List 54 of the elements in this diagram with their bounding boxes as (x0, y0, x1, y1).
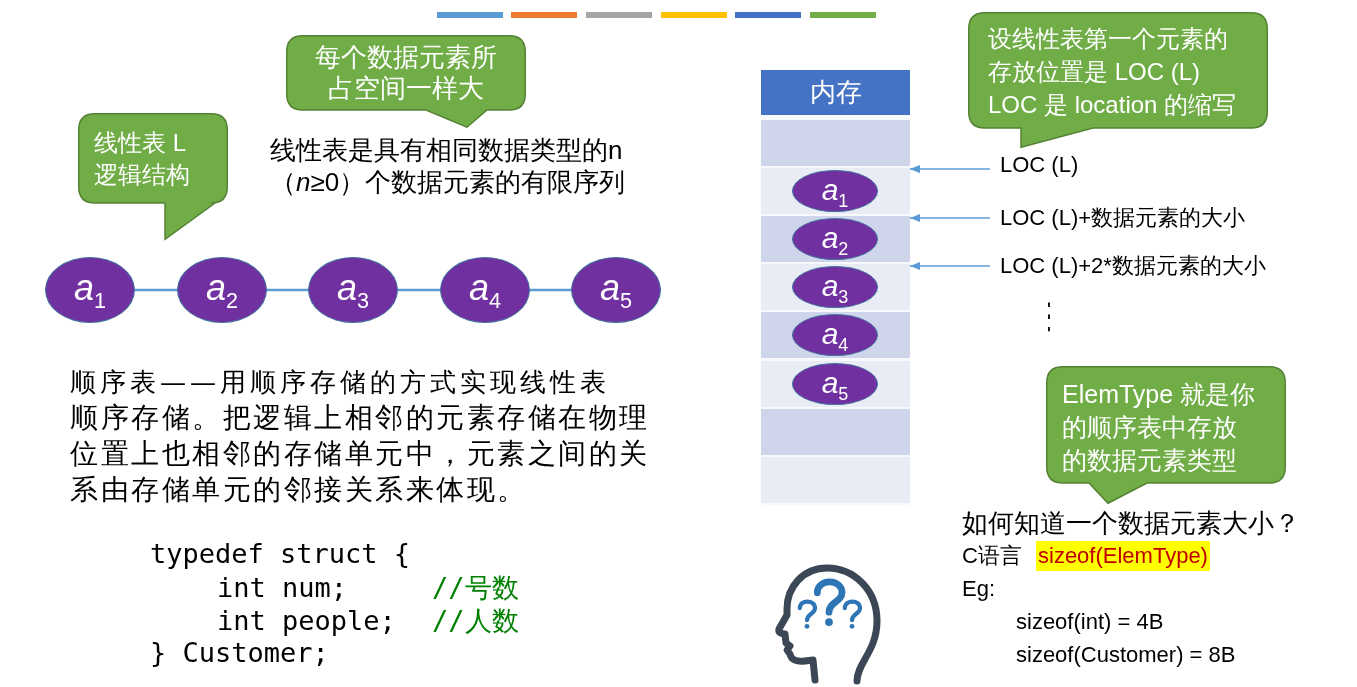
memory-cell (761, 456, 910, 503)
memory-cell (761, 120, 910, 166)
body-text: C语言 (962, 542, 1022, 570)
memory-cell (761, 312, 910, 359)
arrow (909, 165, 991, 174)
callout-text: 每个数据元素所占空间一样大 (314, 42, 498, 104)
code-line: typedef struct { (150, 537, 411, 570)
address-label: LOC (L)+数据元素的大小 (990, 205, 1246, 231)
speech-bubble (286, 35, 526, 128)
arrow (909, 214, 991, 222)
element-ellipse: a$_{1}$ (45, 257, 135, 323)
connector-line (398, 288, 440, 292)
code-comment: //号数 (432, 571, 519, 604)
code-example: sizeof(int) = 4B (1016, 608, 1164, 636)
speech-bubble (968, 12, 1268, 148)
paragraph: 顺序存储。把逻辑上相邻的元素存储在物理位置上也相邻的存储单元中，元素之间的关系由存储单元的邻接关系来体现。 (70, 400, 651, 508)
element-ellipse: a$_{1}$ (792, 170, 878, 213)
address-label: LOC (L) (990, 152, 1079, 178)
code-comment: //人数 (432, 604, 519, 637)
element-ellipse: a$_{2}$ (177, 257, 267, 323)
memory-cell (761, 360, 910, 407)
memory-column (761, 70, 910, 505)
definition-text: 线性表是具有相同数据类型的n（n≥0）个数据元素的有限序列 (270, 134, 627, 198)
element-ellipse: a$_{4}$ (440, 257, 530, 323)
vertical-ellipsis: ⋮ (1040, 298, 1058, 334)
memory-cell (761, 168, 910, 215)
element-ellipse: a$_{3}$ (308, 257, 398, 323)
connector-line (135, 288, 177, 292)
element-ellipse: a$_{5}$ (571, 257, 661, 323)
callout-text: 线性表 L 逻辑结构 (94, 128, 191, 190)
arrow (909, 262, 991, 270)
element-ellipse: a$_{2}$ (792, 218, 878, 261)
address-label: LOC (L)+2*数据元素的大小 (990, 253, 1266, 279)
callout-text: ElemType 就是你的顺序表中存放的数据元素类型 (1062, 379, 1257, 476)
memory-cell (761, 408, 910, 455)
connector-line (530, 288, 571, 292)
element-ellipse: a$_{3}$ (792, 266, 878, 309)
code-line: } Customer; (150, 636, 329, 669)
code-line: int num; (217, 571, 348, 604)
memory-cell (761, 216, 910, 263)
element-ellipse: a$_{5}$ (792, 362, 878, 405)
speech-bubble (1046, 366, 1286, 504)
code-example: sizeof(Customer) = 8B (1016, 641, 1236, 669)
callout-text: 设线性表第一个元素的存放位置是 LOC (L) LOC 是 location 的缩写 (988, 24, 1238, 120)
code-line: int people; (217, 604, 396, 637)
question-text: 如何知道一个数据元素大小？ (962, 507, 1300, 539)
element-ellipse: a$_{4}$ (792, 314, 878, 357)
body-text: Eg: (962, 575, 996, 603)
memory-cell (761, 264, 910, 311)
speech-bubble (78, 113, 228, 240)
highlighted-code: sizeof(ElemType) (1036, 541, 1210, 571)
heading-text: 顺序表——用顺序存储的方式实现线性表 (70, 366, 610, 398)
memory-header: 内存 (761, 70, 910, 115)
connector-line (267, 288, 308, 292)
